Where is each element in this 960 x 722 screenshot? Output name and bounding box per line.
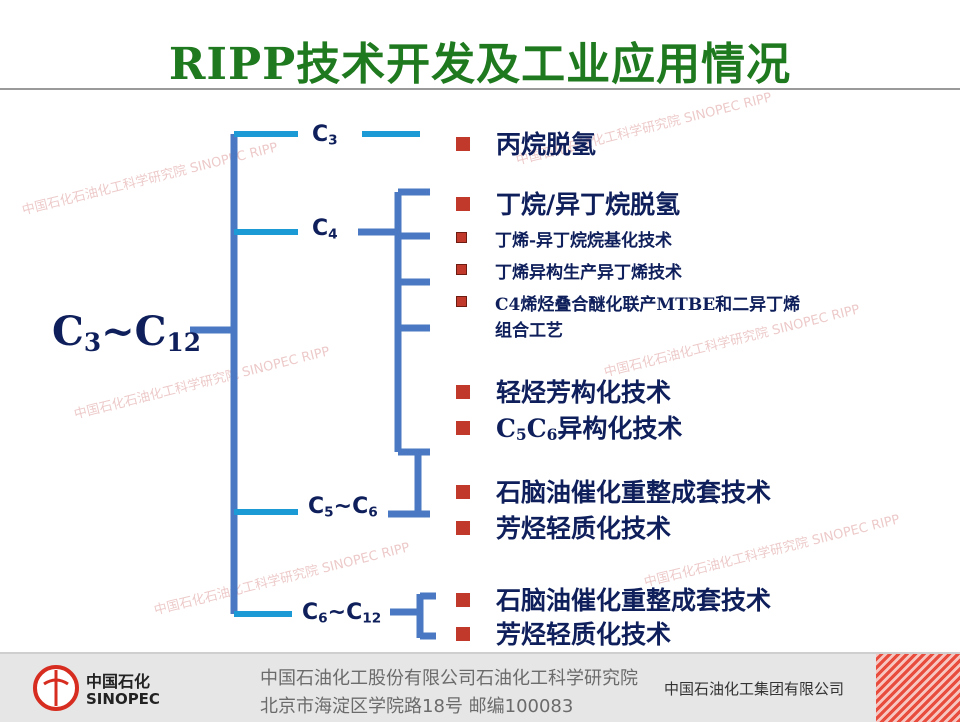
- footer-institute-name: 中国石油化工股份有限公司石油化工科学研究院: [260, 668, 638, 689]
- list-item-continuation: 组合工艺: [495, 318, 563, 344]
- logo-text-en: SINOPEC: [86, 690, 160, 708]
- list-item: 石脑油催化重整成套技术: [456, 478, 771, 508]
- list-item: 芳烃轻质化技术: [456, 620, 671, 650]
- list-item: 丁烷/异丁烷脱氢: [456, 190, 680, 220]
- branch-label-c6-c12: C6~C12: [302, 600, 382, 627]
- sinopec-logo-icon: [33, 665, 79, 711]
- bullet-icon: [456, 232, 467, 243]
- title-divider: [0, 88, 960, 90]
- bullet-icon: [456, 264, 467, 275]
- list-item: 丁烯-异丁烷烷基化技术: [456, 228, 672, 254]
- bullet-icon: [456, 137, 470, 151]
- footer-address: 北京市海淀区学院路18号 邮编100083: [260, 696, 574, 717]
- item-text: 丁烷/异丁烷脱氢: [496, 190, 681, 219]
- bullet-icon: [456, 385, 470, 399]
- item-text: 轻烃芳构化技术: [496, 378, 672, 407]
- list-item: 丙烷脱氢: [456, 130, 596, 160]
- corner-stripe-decoration: [876, 654, 960, 722]
- list-item: C4烯烃叠合醚化联产MTBE和二异丁烯: [456, 292, 800, 318]
- list-item: 芳烃轻质化技术: [456, 514, 671, 544]
- branch-label-c3: C3: [312, 122, 338, 149]
- list-item: 石脑油催化重整成套技术: [456, 586, 771, 616]
- logo-text-cn: 中国石化: [86, 672, 151, 691]
- list-item: C5C6异构化技术: [456, 414, 682, 450]
- item-text: 丁烯-异丁烷烷基化技术: [495, 231, 673, 251]
- item-text: 芳烃轻质化技术: [496, 514, 672, 543]
- bullet-icon: [456, 296, 467, 307]
- list-item: 轻烃芳构化技术: [456, 378, 671, 408]
- bullet-icon: [456, 521, 470, 535]
- slide-title: RIPP技术开发及工业应用情况: [168, 39, 792, 90]
- bullet-icon: [456, 197, 470, 211]
- item-text: 组合工艺: [495, 321, 563, 341]
- bullet-icon: [456, 627, 470, 641]
- branch-label-c5-c6: C5~C6: [308, 494, 378, 521]
- bullet-icon: [456, 485, 470, 499]
- item-text: C5C6异构化技术: [496, 414, 683, 445]
- branch-label-c4: C4: [312, 216, 338, 243]
- item-text: 芳烃轻质化技术: [496, 620, 672, 649]
- item-text: 丁烯异构生产异丁烯技术: [495, 263, 682, 283]
- bullet-icon: [456, 421, 470, 435]
- list-item: 丁烯异构生产异丁烯技术: [456, 260, 682, 286]
- bullet-icon: [456, 593, 470, 607]
- item-text: 丙烷脱氢: [496, 130, 597, 159]
- item-text: C4烯烃叠合醚化联产MTBE和二异丁烯: [495, 295, 801, 315]
- footer-bar: 中国石化 SINOPEC 中国石油化工股份有限公司石油化工科学研究院 北京市海淀…: [0, 652, 960, 722]
- item-text: 石脑油催化重整成套技术: [496, 478, 772, 507]
- item-text: 石脑油催化重整成套技术: [496, 586, 772, 615]
- footer-group-name: 中国石油化工集团有限公司: [664, 680, 845, 698]
- root-label-c3-c12: C3~C12: [52, 308, 201, 358]
